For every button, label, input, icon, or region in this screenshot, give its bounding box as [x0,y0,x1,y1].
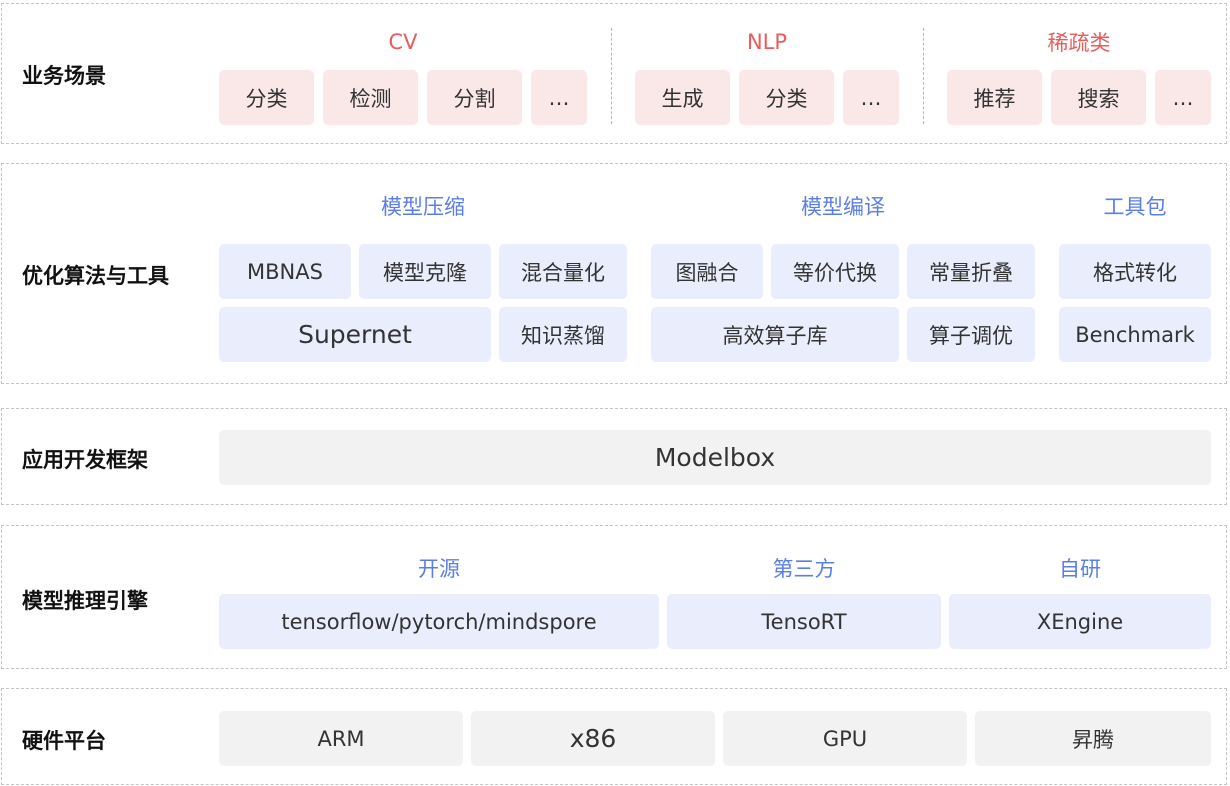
group-heading-third-party: 第三方 [772,557,836,581]
group-heading-in-house: 自研 [1059,557,1101,581]
group-divider [611,28,612,124]
scene-box: … [531,70,587,125]
layer-title: 业务场景 [22,64,106,88]
algo-box: 算子调优 [907,307,1035,362]
scene-box: … [843,70,899,125]
engine-box: tensorflow/pytorch/mindspore [219,594,659,649]
layer-title: 应用开发框架 [22,448,148,472]
framework-layer: 应用开发框架 Modelbox [1,408,1227,505]
algo-box: 知识蒸馏 [499,307,627,362]
group-heading-sparse: 稀疏类 [1047,31,1111,55]
algo-box: 高效算子库 [651,307,899,362]
hardware-box: GPU [723,711,967,766]
business-scenario-layer: 业务场景 CV 分类 检测 分割 … NLP 生成 分类 … 稀疏类 推荐 搜索… [1,3,1227,144]
algo-box: 常量折叠 [907,244,1035,299]
scene-box: … [1155,70,1211,125]
engine-box: XEngine [949,594,1211,649]
layer-title: 硬件平台 [22,729,106,753]
scene-box: 推荐 [947,70,1042,125]
group-heading-toolkit: 工具包 [1103,195,1167,219]
algo-box: 等价代换 [771,244,899,299]
inference-engine-layer: 模型推理引擎 开源 tensorflow/pytorch/mindspore 第… [1,525,1227,669]
hardware-box: ARM [219,711,463,766]
group-heading-compression: 模型压缩 [381,195,465,219]
optimization-layer: 优化算法与工具 模型压缩 MBNAS 模型克隆 混合量化 Supernet 知识… [1,163,1227,384]
layer-title: 优化算法与工具 [22,264,169,288]
group-heading-cv: CV [388,30,418,54]
algo-box: 图融合 [651,244,763,299]
scene-box: 分割 [427,70,522,125]
group-heading-compilation: 模型编译 [801,195,885,219]
scene-box: 搜索 [1051,70,1146,125]
scene-box: 分类 [739,70,834,125]
scene-box: 分类 [219,70,314,125]
hardware-layer: 硬件平台 ARM x86 GPU 昇腾 [1,688,1227,785]
hardware-box: x86 [471,711,715,766]
framework-box: Modelbox [219,430,1211,485]
algo-box: Benchmark [1059,307,1211,362]
scene-box: 检测 [323,70,418,125]
algo-box: 模型克隆 [359,244,491,299]
algo-box: MBNAS [219,244,351,299]
group-heading-nlp: NLP [746,30,788,54]
scene-box: 生成 [635,70,730,125]
group-heading-open-source: 开源 [418,557,460,581]
algo-box: 混合量化 [499,244,627,299]
group-divider [923,28,924,124]
algo-box: 格式转化 [1059,244,1211,299]
layer-title: 模型推理引擎 [22,589,148,613]
algo-box: Supernet [219,307,491,362]
engine-box: TensoRT [667,594,941,649]
hardware-box: 昇腾 [975,711,1211,766]
